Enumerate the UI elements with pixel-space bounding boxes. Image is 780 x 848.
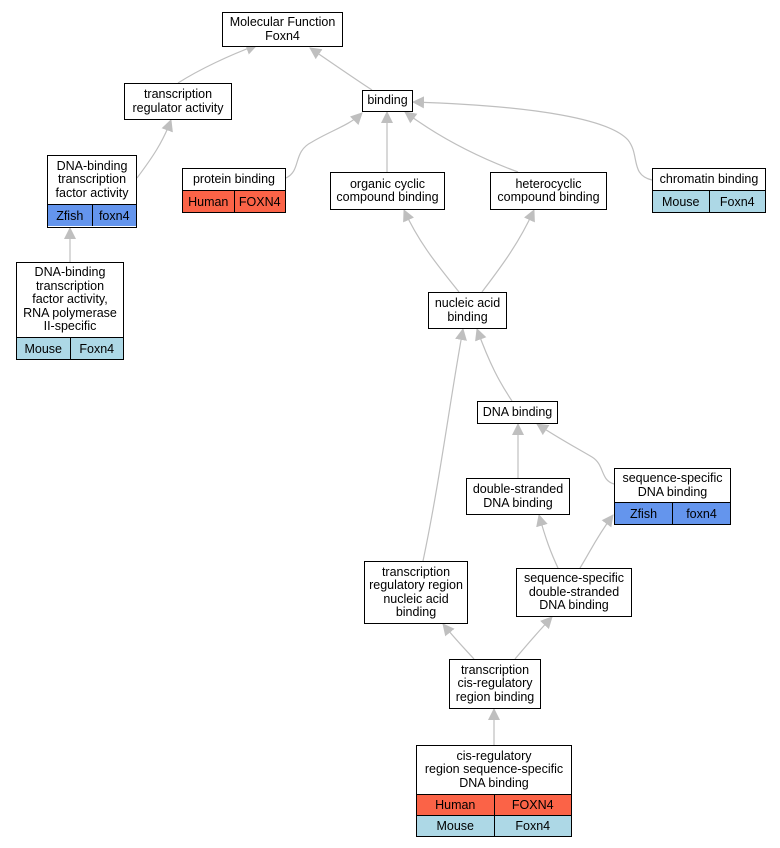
node-label: double-stranded DNA binding	[472, 482, 564, 510]
node-label: Molecular Function Foxn4	[229, 15, 336, 43]
node-label: DNA binding	[482, 404, 553, 419]
gene-cell: foxn4	[91, 205, 137, 226]
node-tra[interactable]: transcription regulator activity	[124, 83, 232, 120]
species-cell: Mouse	[24, 341, 63, 356]
node-trrnab[interactable]: transcription regulatory region nucleic …	[364, 561, 468, 624]
node-label: binding	[367, 93, 408, 108]
edge-binding-to-mf	[309, 47, 373, 91]
species-cell: Zfish	[56, 208, 84, 223]
species-row: Mouse Foxn4	[417, 815, 571, 836]
species-row: Human FOXN4	[183, 190, 285, 212]
species-row: Mouse Foxn4	[653, 190, 765, 212]
edge-tcis-to-trrnab	[442, 623, 475, 660]
node-tcis[interactable]: transcription cis-regulatory region bind…	[449, 659, 541, 709]
edge-nucleic-to-hetero	[481, 209, 535, 293]
edge-hetero-to-binding	[404, 111, 519, 173]
gene-cell: FOXN4	[233, 191, 286, 212]
node-dna[interactable]: DNA binding	[477, 401, 558, 424]
edge-tcis-to-ssds	[514, 616, 553, 660]
edge-ssds-to-ssdna	[579, 514, 614, 569]
node-label: sequence-specific double-stranded DNA bi…	[523, 571, 625, 613]
node-label: sequence-specific DNA binding	[622, 471, 723, 499]
gene-cell: foxn4	[672, 503, 730, 524]
species-cell: Mouse	[661, 194, 700, 209]
node-ds[interactable]: double-stranded DNA binding	[466, 478, 570, 515]
node-label: protein binding	[192, 171, 275, 186]
species-cell: Human	[188, 194, 229, 209]
species-row: Human FOXN4	[417, 794, 571, 815]
edge-dbtfa-to-tra	[136, 119, 173, 179]
node-label: organic cyclic compound binding	[336, 176, 439, 204]
edge-trrnab-to-nucleic	[422, 328, 467, 562]
node-label: DNA-binding transcription factor activit…	[55, 158, 129, 200]
node-nucleic[interactable]: nucleic acid binding	[428, 292, 507, 329]
node-ssds[interactable]: sequence-specific double-stranded DNA bi…	[516, 568, 632, 617]
species-row: Mouse Foxn4	[17, 337, 123, 359]
species-cell: Human	[435, 798, 476, 812]
species-row: Zfish foxn4	[615, 502, 730, 524]
edge-chromatin-to-binding	[412, 96, 653, 181]
node-binding[interactable]: binding	[362, 90, 413, 112]
node-dbtfarna[interactable]: DNA-binding transcription factor activit…	[16, 262, 124, 360]
node-label: DNA-binding transcription factor activit…	[23, 265, 117, 334]
node-label: transcription cis-regulatory region bind…	[455, 662, 535, 704]
node-mf[interactable]: Molecular Function Foxn4	[222, 12, 343, 47]
gene-cell: Foxn4	[493, 816, 572, 836]
species-row: Zfish foxn4	[48, 204, 136, 226]
edge-protein-to-binding	[285, 112, 363, 179]
edge-ssdna-to-dna	[536, 423, 615, 485]
species-cell: Zfish	[629, 506, 658, 521]
node-hetero[interactable]: heterocyclic compound binding	[490, 172, 607, 210]
species-cell: Mouse	[436, 819, 475, 833]
edge-ssds-to-ds	[536, 514, 559, 569]
gene-cell: Foxn4	[708, 191, 766, 212]
edge-dna-to-nucleic	[475, 328, 513, 402]
node-organic[interactable]: organic cyclic compound binding	[330, 172, 445, 210]
node-cisreg[interactable]: cis-regulatory region sequence-specific …	[416, 745, 572, 837]
node-label: cis-regulatory region sequence-specific …	[424, 748, 564, 790]
node-label: transcription regulatory region nucleic …	[369, 564, 463, 619]
gene-cell: FOXN4	[493, 795, 572, 815]
node-label: nucleic acid binding	[434, 296, 501, 324]
node-label: chromatin binding	[659, 171, 759, 186]
edge-tra-to-mf	[177, 43, 258, 84]
node-dbtfa[interactable]: DNA-binding transcription factor activit…	[47, 155, 137, 228]
node-label: heterocyclic compound binding	[497, 176, 600, 204]
node-label: transcription regulator activity	[132, 87, 224, 115]
gene-cell: Foxn4	[69, 338, 124, 359]
edge-nucleic-to-organic	[403, 209, 460, 293]
